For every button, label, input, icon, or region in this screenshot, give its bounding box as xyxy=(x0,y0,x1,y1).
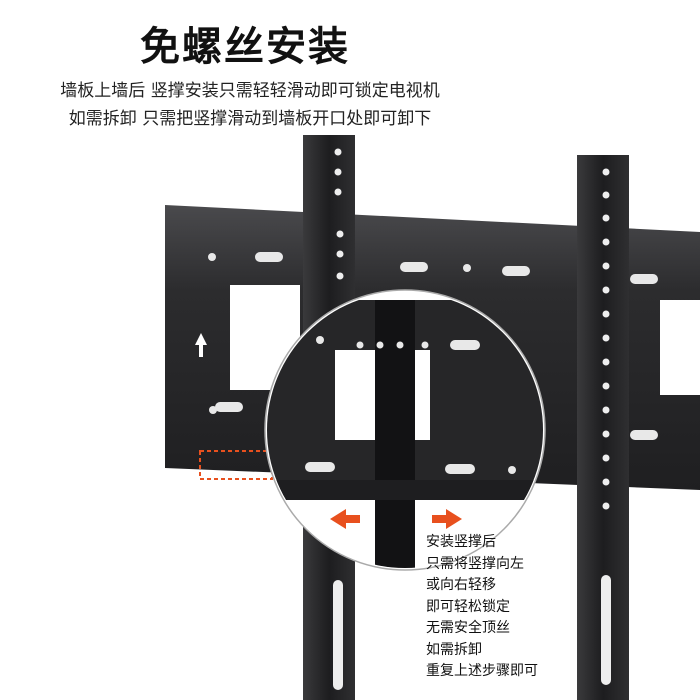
instruction-note: 安装竖撑后 只需将竖撑向左 或向右轻移 即可轻松锁定 无需安全顶丝 如需拆卸 重… xyxy=(426,532,538,683)
up-arrow-icon xyxy=(195,333,207,357)
note-line: 即可轻松锁定 xyxy=(426,598,510,615)
note-line: 安装竖撑后 xyxy=(426,534,496,550)
note-line: 无需安全顶丝 xyxy=(426,620,510,636)
note-line: 重复上述步骤即可 xyxy=(426,663,538,679)
arrow-left-icon xyxy=(330,509,360,529)
note-line: 如需拆卸 xyxy=(426,641,482,658)
subtitle-line-2: 如需拆卸 只需把竖撑滑动到墙板开口处即可卸下 xyxy=(68,109,432,129)
note-line: 只需将竖撑向左 xyxy=(426,555,524,572)
arrow-right-icon xyxy=(432,509,462,529)
headline: 免螺丝安装 xyxy=(140,24,350,70)
magnifier-detail xyxy=(264,289,546,571)
note-line: 或向右轻移 xyxy=(426,577,496,593)
subtitle-line-1: 墙板上墙后 竖撑安装只需轻轻滑动即可锁定电视机 xyxy=(60,81,440,101)
